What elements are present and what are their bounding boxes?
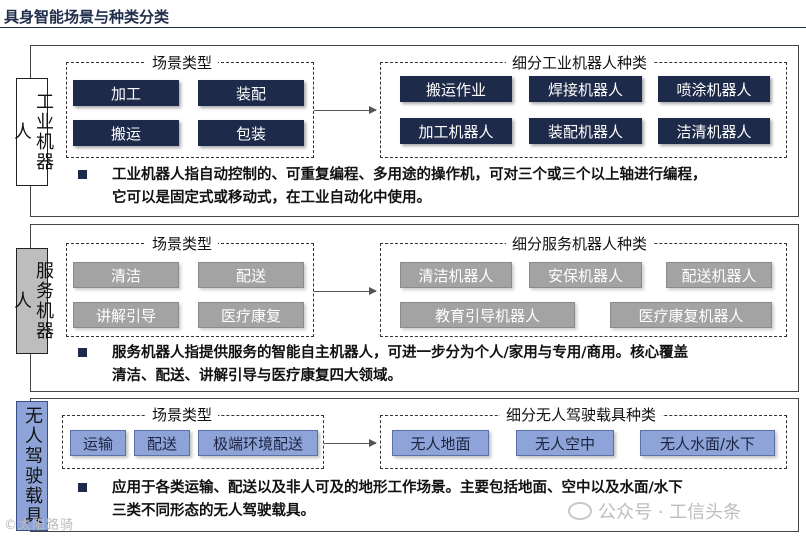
unmanned-types-caption: 细分无人驾驶载具种类 (500, 406, 663, 424)
type-chip: 加工机器人 (400, 118, 512, 144)
unmanned-side-label: 无人驾驶载具 (16, 401, 48, 531)
flow-arrow (324, 439, 377, 447)
scene-chip: 配送 (134, 430, 190, 456)
unmanned-description-line2: 三类不同形态的无人驾驶载具。 (112, 503, 315, 519)
scene-chip: 配送 (198, 262, 304, 288)
scene-chip: 讲解引导 (73, 302, 179, 328)
type-chip: 教育引导机器人 (400, 302, 575, 328)
industrial-scene-caption: 场景类型 (146, 54, 219, 72)
service-side-label: 服务机器人 (11, 248, 54, 354)
scene-chip: 搬运 (73, 120, 179, 146)
bullet-marker (78, 170, 87, 179)
wechat-icon (568, 502, 592, 520)
unmanned-scene-caption: 场景类型 (146, 406, 219, 424)
scene-chip: 加工 (73, 80, 179, 106)
type-chip: 配送机器人 (666, 262, 772, 288)
type-chip: 无人水面/水下 (640, 430, 775, 456)
type-chip: 清洁机器人 (400, 262, 512, 288)
bullet-marker (78, 483, 87, 492)
flow-arrow (314, 287, 377, 295)
scene-chip: 装配 (198, 80, 304, 106)
source-watermark: ©太阳路骑 (4, 518, 75, 533)
page-title: 具身智能场景与种类分类 (4, 8, 170, 26)
flow-arrow (314, 106, 377, 114)
scene-chip: 清洁 (73, 262, 179, 288)
title-divider (0, 27, 806, 28)
wechat-watermark-text: 公众号 · 工信头条 (598, 502, 742, 523)
scene-chip: 运输 (70, 430, 126, 456)
industrial-types-caption: 细分工业机器人种类 (506, 54, 654, 72)
type-chip: 医疗康复机器人 (610, 302, 772, 328)
scene-chip: 包装 (198, 120, 304, 146)
type-chip: 焊接机器人 (529, 76, 642, 102)
type-chip: 洁清机器人 (658, 118, 770, 144)
type-chip: 喷涂机器人 (658, 76, 770, 102)
industrial-side-label: 工业机器人 (11, 78, 54, 186)
service-description-line2: 清洁、配送、讲解引导与医疗康复四大领域。 (112, 368, 402, 384)
type-chip: 无人地面 (392, 430, 489, 456)
service-description-line1: 服务机器人指提供服务的智能自主机器人，可进一步分为个人/家用与专用/商用。核心覆… (112, 345, 689, 361)
scene-chip: 极端环境配送 (198, 430, 318, 456)
bullet-marker (78, 348, 87, 357)
type-chip: 搬运作业 (400, 76, 512, 102)
unmanned-description-line1: 应用于各类运输、配送以及非人可及的地形工作场景。主要包括地面、空中以及水面/水下 (112, 480, 683, 496)
type-chip: 无人空中 (516, 430, 614, 456)
service-scene-caption: 场景类型 (146, 235, 219, 253)
wechat-watermark: 公众号 · 工信头条 (568, 498, 741, 524)
industrial-description-line1: 工业机器人指自动控制的、可重复编程、多用途的操作机，可对三个或三个以上轴进行编程… (112, 167, 707, 183)
scene-chip: 医疗康复 (198, 302, 304, 328)
type-chip: 安保机器人 (529, 262, 642, 288)
type-chip: 装配机器人 (529, 118, 642, 144)
industrial-description-line2: 它可以是固定式或移动式，在工业自动化中使用。 (112, 190, 431, 206)
service-types-caption: 细分服务机器人种类 (506, 235, 654, 253)
